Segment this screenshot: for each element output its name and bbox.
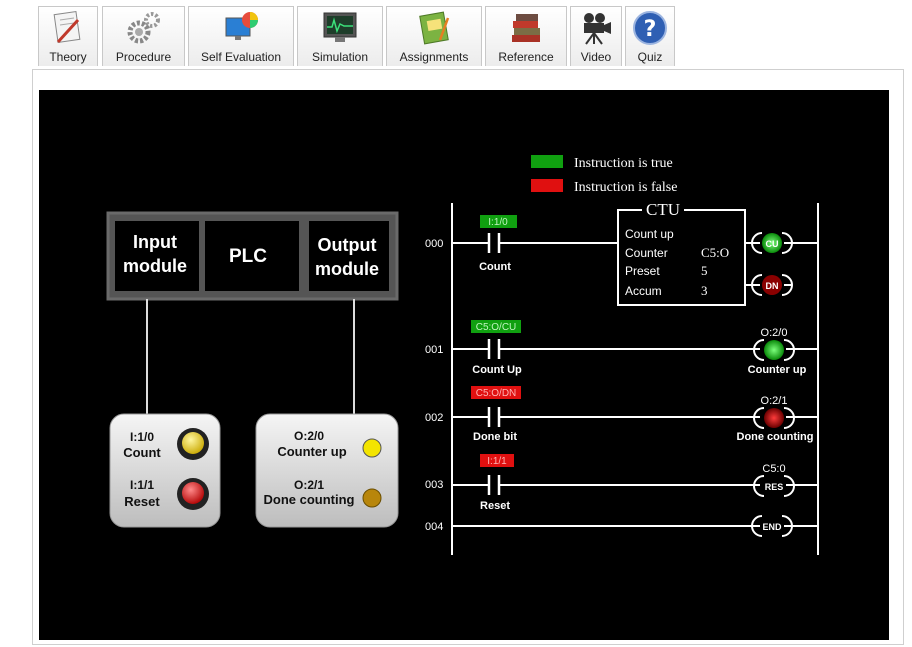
- plc-counter-simulation: Instruction is true Instruction is false…: [39, 90, 889, 640]
- tab-label: Theory: [49, 50, 87, 64]
- cu-contact-tag: [471, 320, 521, 333]
- end-coil: [762, 516, 782, 536]
- cu-coil-label: CU: [766, 239, 779, 249]
- tab-reference[interactable]: Reference: [485, 6, 567, 66]
- reset-contact-tag: [480, 454, 514, 467]
- reset-contact-tag-text: I:1/1: [487, 456, 507, 467]
- reset-input-label: Reset: [124, 494, 160, 509]
- tab-procedure[interactable]: Procedure: [102, 6, 185, 66]
- tab-theory[interactable]: Theory: [38, 6, 98, 66]
- done-counting-coil: [764, 408, 784, 428]
- counter-up-coil-label: Counter up: [748, 364, 807, 376]
- done-counting-lamp: [362, 488, 382, 508]
- tab-label: Self Evaluation: [200, 50, 282, 64]
- reset-coil: [764, 476, 784, 496]
- done-counting-output-address: O:2/1: [294, 478, 324, 492]
- tab-assignments[interactable]: Assignments: [386, 6, 482, 66]
- simulation-monitor-icon: [323, 12, 357, 42]
- rung-number: 000: [425, 238, 443, 250]
- tab-label: Procedure: [115, 50, 172, 64]
- rung-number: 002: [425, 412, 443, 424]
- count-pushbutton[interactable]: [182, 432, 204, 454]
- count-input-address: I:1/0: [130, 430, 154, 444]
- dn-coil: [762, 275, 782, 295]
- rung-number: 001: [425, 344, 443, 356]
- ctu-preset-value: 5: [701, 263, 708, 278]
- tab-video[interactable]: Video: [570, 6, 622, 66]
- tab-label: Reference: [498, 50, 554, 64]
- count-input-label: Count: [123, 445, 161, 460]
- reset-contact-label: Reset: [480, 500, 510, 512]
- dn-contact-tag: [471, 386, 521, 399]
- simulation-canvas: Instruction is true Instruction is false…: [106, 155, 819, 555]
- rung-001: C5:O/CU Count Up O:2/0 Counter up: [452, 320, 818, 376]
- done-counting-output-label: Done counting: [264, 492, 355, 507]
- tab-self-evaluation[interactable]: Self Evaluation: [188, 6, 294, 66]
- dn-coil-label: DN: [766, 281, 779, 291]
- reset-coil-address: C5:0: [762, 463, 785, 475]
- tab-label: Simulation: [311, 50, 369, 64]
- svg-text:?: ?: [644, 17, 657, 42]
- monitor-chart-icon: [225, 12, 258, 40]
- input-panel: I:1/0 Count I:1/1 Reset: [109, 413, 221, 528]
- reset-pushbutton[interactable]: [182, 482, 204, 504]
- legend-false-label: Instruction is false: [574, 180, 677, 195]
- question-icon: ?: [633, 11, 667, 45]
- ctu-block: [617, 209, 746, 306]
- rung-000: I:1/0 Count CTU Count up Counter Preset …: [452, 200, 818, 306]
- done-counting-coil-address: O:2/1: [761, 395, 788, 407]
- tab-label: Assignments: [399, 50, 469, 64]
- counter-up-lamp: [362, 438, 382, 458]
- dn-contact-tag-text: C5:O/DN: [476, 388, 517, 399]
- theory-icon: [53, 11, 81, 44]
- ctu-counter-label: Counter: [625, 246, 668, 260]
- books-icon: [512, 14, 540, 42]
- video-camera-icon: [584, 13, 611, 45]
- legend-false-swatch: [531, 179, 563, 192]
- end-coil-label: END: [762, 522, 782, 532]
- rung-004: END: [452, 515, 818, 537]
- ctu-preset-label: Preset: [625, 264, 660, 278]
- ctu-counter-value: C5:O: [701, 245, 729, 260]
- cu-contact-tag-text: C5:O/CU: [476, 322, 517, 333]
- ctu-accum-value: 3: [701, 283, 708, 298]
- rung-number: 004: [425, 521, 443, 533]
- ctu-title: CTU: [646, 200, 680, 219]
- rung-002: C5:O/DN Done bit O:2/1 Done counting: [452, 386, 818, 443]
- rung-number: 003: [425, 479, 443, 491]
- done-counting-coil-label: Done counting: [737, 431, 814, 443]
- counter-up-coil: [764, 340, 784, 360]
- output-panel: O:2/0 Counter up O:2/1 Done counting: [255, 413, 399, 528]
- reset-input-address: I:1/1: [130, 478, 154, 492]
- done-bit-contact-label: Done bit: [473, 431, 517, 443]
- cu-coil: [762, 233, 782, 253]
- tab-label: Video: [580, 50, 612, 64]
- tab-quiz[interactable]: ? Quiz: [625, 6, 675, 66]
- legend-true-label: Instruction is true: [574, 156, 673, 171]
- plc-label: PLC: [229, 246, 267, 267]
- gears-icon: [127, 12, 160, 44]
- count-contact-label: Count: [479, 261, 511, 273]
- legend-true-swatch: [531, 155, 563, 168]
- counter-up-output-label: Counter up: [277, 444, 346, 459]
- tab-label: Quiz: [637, 50, 663, 64]
- count-contact-tag-text: I:1/0: [488, 217, 508, 228]
- counter-up-output-address: O:2/0: [294, 429, 324, 443]
- counter-up-coil-address: O:2/0: [761, 327, 788, 339]
- cu-contact-label: Count Up: [472, 364, 522, 376]
- count-contact-tag: [480, 215, 517, 228]
- ctu-count-up-label: Count up: [625, 227, 674, 241]
- reset-coil-label: RES: [765, 482, 784, 492]
- tab-simulation[interactable]: Simulation: [297, 6, 383, 66]
- rung-003: I:1/1 Reset C5:0 RES: [452, 454, 818, 512]
- assignment-book-icon: [419, 11, 450, 45]
- ctu-accum-label: Accum: [625, 284, 662, 298]
